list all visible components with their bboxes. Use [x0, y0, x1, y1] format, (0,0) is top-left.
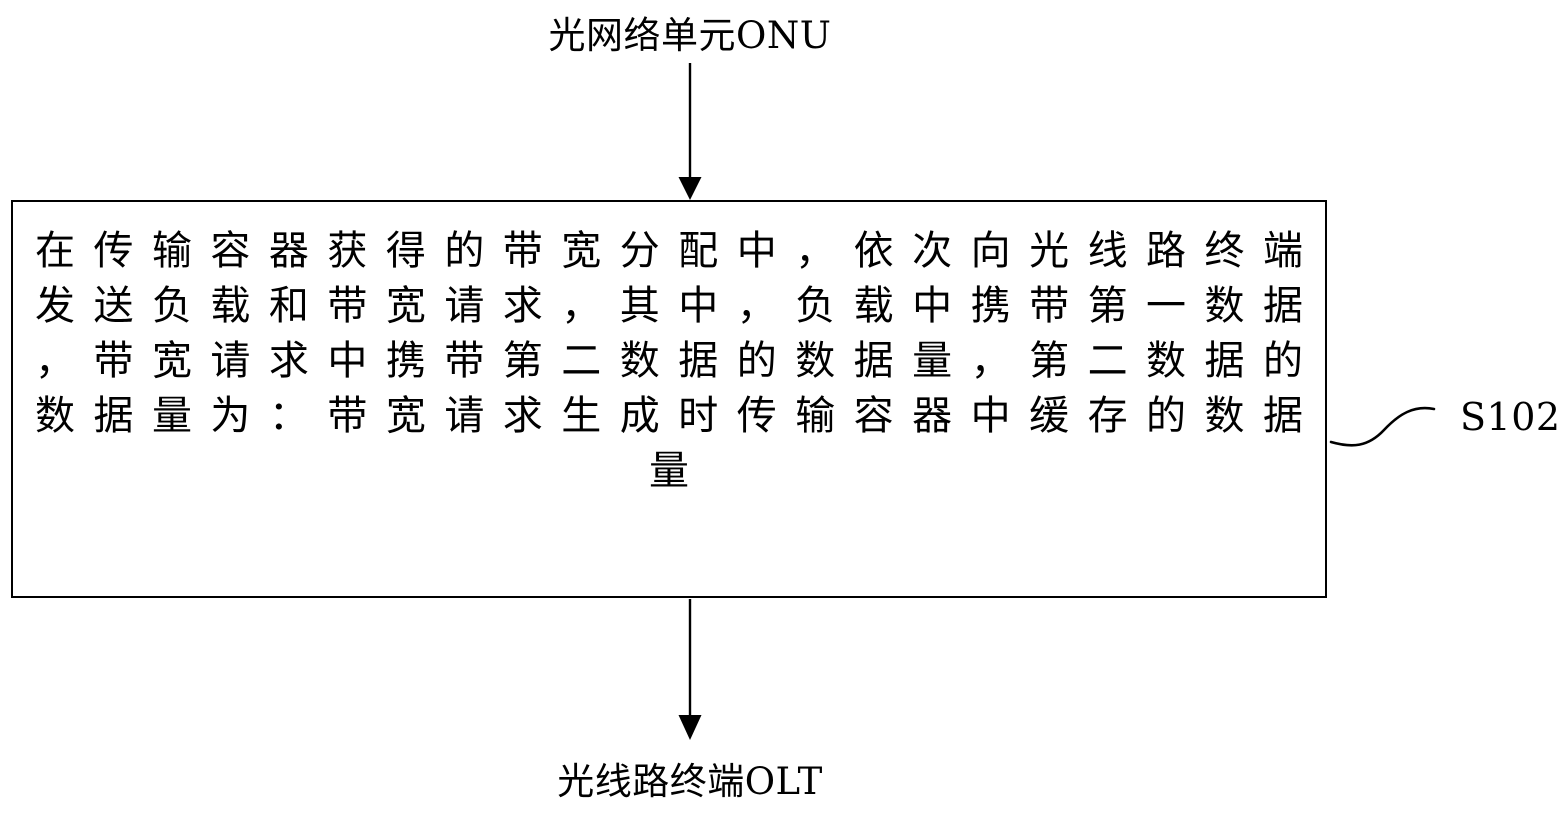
- arrow-head: [678, 177, 702, 200]
- arrow-head: [678, 715, 702, 740]
- process-step-text-line: ，带宽请求中携带第二数据的数据量，第二数据的: [35, 338, 1303, 384]
- top-endpoint-label: 光网络单元ONU: [548, 14, 832, 57]
- step-reference-label: S102: [1460, 395, 1561, 439]
- leader-line-s102: [1329, 406, 1436, 447]
- process-step-text-line: 在传输容器获得的带宽分配中，依次向光线路终端: [35, 228, 1303, 274]
- arrow-step-to-olt: [678, 599, 702, 740]
- process-step-text-line: 数据量为：带宽请求生成时传输容器中缓存的数据: [35, 393, 1303, 439]
- process-step-text-line: 发送负载和带宽请求，其中，负载中携带第一数据: [35, 283, 1303, 329]
- process-step-box: 在传输容器获得的带宽分配中，依次向光线路终端 发送负载和带宽请求，其中，负载中携…: [11, 200, 1327, 598]
- process-step-text: 在传输容器获得的带宽分配中，依次向光线路终端 发送负载和带宽请求，其中，负载中携…: [35, 224, 1303, 499]
- process-step-text-line: 量: [649, 448, 689, 494]
- bottom-endpoint-label: 光线路终端OLT: [557, 760, 823, 803]
- arrow-onu-to-step: [678, 63, 702, 200]
